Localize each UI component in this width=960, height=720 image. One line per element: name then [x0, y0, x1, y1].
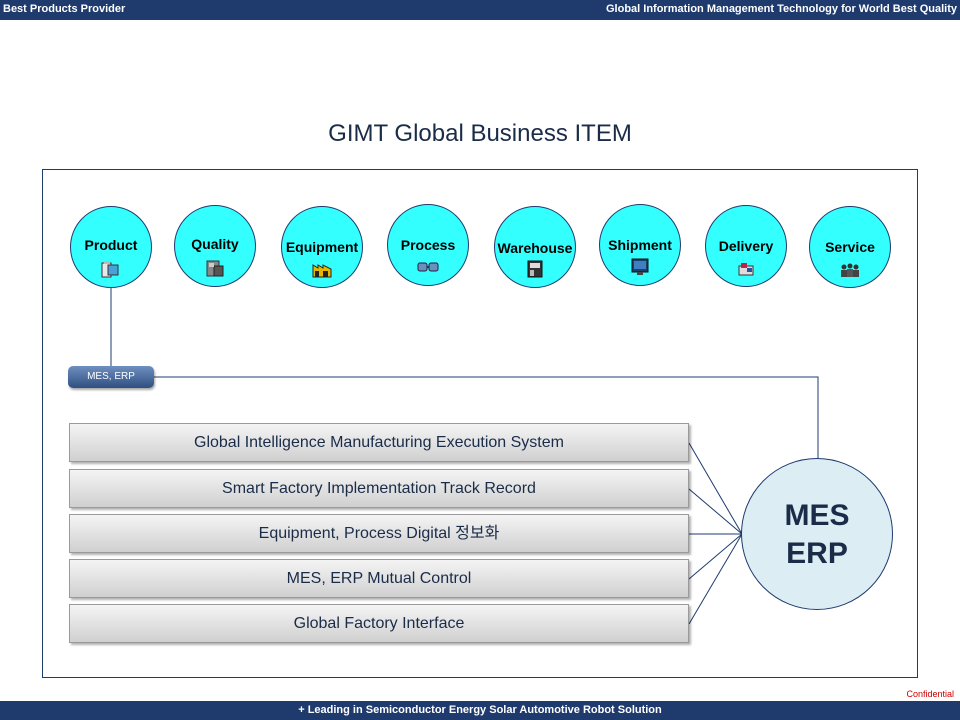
monitor-icon: [631, 258, 649, 275]
item-label: Warehouse: [497, 240, 573, 256]
header-left-text: Best Products Provider: [3, 3, 126, 15]
item-delivery: Delivery: [705, 205, 787, 287]
feature-bar: Global Factory Interface: [69, 604, 689, 643]
footer-bar: + Leading in Semiconductor Energy Solar …: [0, 701, 960, 720]
people-icon: [841, 263, 859, 277]
item-label: Shipment: [608, 237, 672, 253]
item-label: Equipment: [285, 239, 359, 255]
server-icon: [101, 261, 119, 278]
feature-bar: Smart Factory Implementation Track Recor…: [69, 469, 689, 508]
delivery-icon: [738, 263, 754, 276]
mes-erp-hub: MES ERP: [741, 458, 893, 610]
item-label: Delivery: [718, 238, 774, 254]
item-equipment: Equipment: [281, 206, 363, 288]
item-label: Product: [84, 237, 138, 253]
feature-bar: Equipment, Process Digital 정보화: [69, 514, 689, 553]
item-product: Product: [70, 206, 152, 288]
machine-icon: [206, 260, 224, 277]
item-label: Quality: [191, 236, 239, 252]
network-icon: [417, 262, 439, 272]
hub-line-2: ERP: [786, 537, 848, 570]
item-service: Service: [809, 206, 891, 288]
item-process: Process: [387, 204, 469, 286]
item-label: Process: [400, 237, 456, 253]
hub-line-1: MES: [784, 499, 850, 532]
mes-erp-tag: MES, ERP: [68, 366, 154, 388]
feature-bar: Global Intelligence Manufacturing Execut…: [69, 423, 689, 462]
item-label: Service: [825, 239, 875, 255]
item-quality: Quality: [174, 205, 256, 287]
confidential-label: Confidential: [906, 689, 954, 699]
item-warehouse: Warehouse: [494, 206, 576, 288]
page-title: GIMT Global Business ITEM: [328, 120, 632, 147]
diagram-frame: [42, 169, 918, 678]
header-right-text: Global Information Management Technology…: [605, 3, 957, 15]
item-shipment: Shipment: [599, 204, 681, 286]
warehouse-icon: [527, 260, 543, 278]
header-bar: Best Products Provider Global Informatio…: [0, 0, 960, 20]
factory-icon: [312, 264, 332, 278]
feature-bar: MES, ERP Mutual Control: [69, 559, 689, 598]
